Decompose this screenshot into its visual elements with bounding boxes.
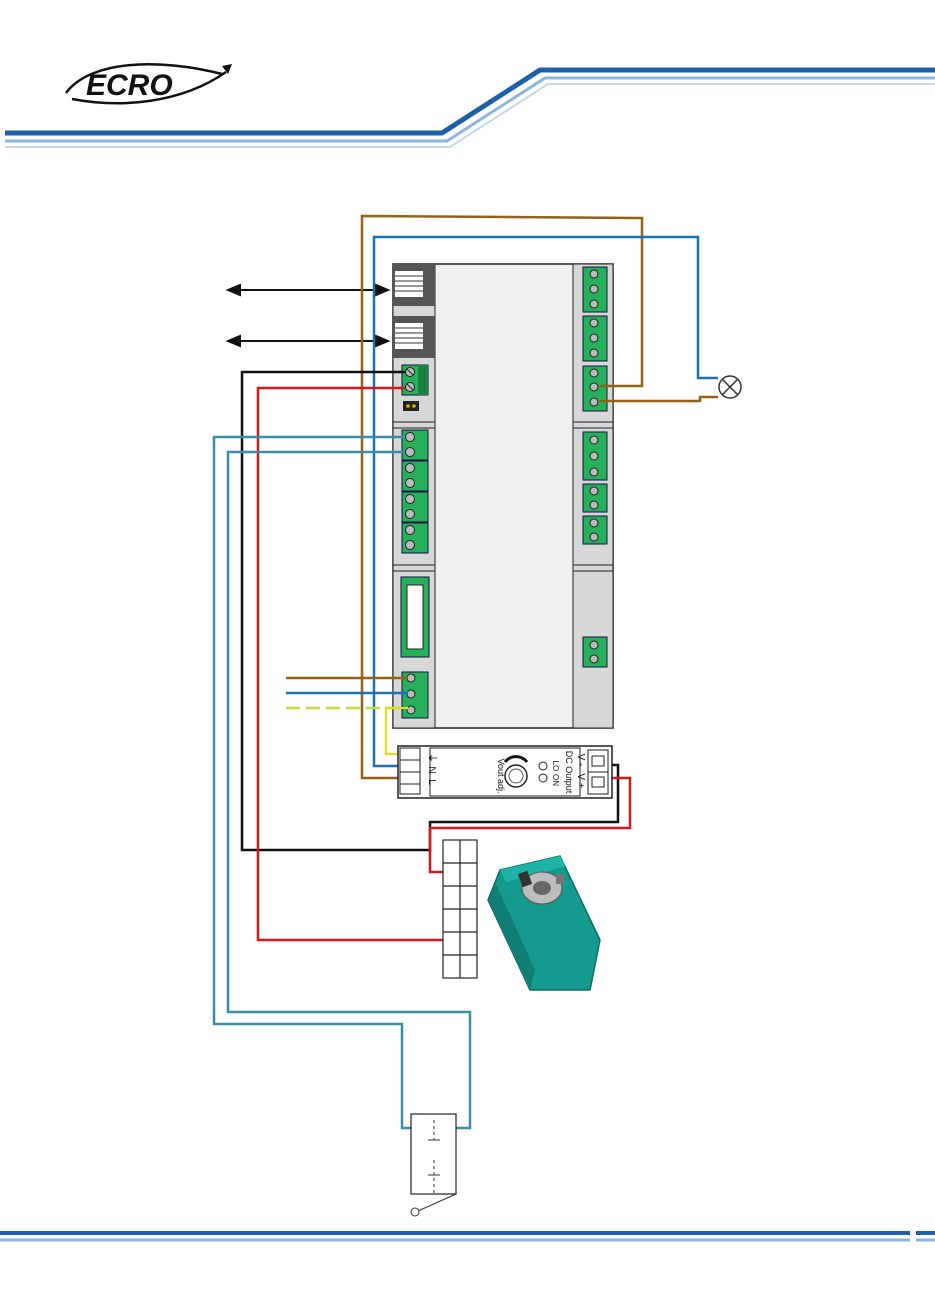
- rj-port-1: [393, 264, 435, 306]
- dc-output-label: DC Output: [564, 751, 574, 794]
- led-on-label: ON: [551, 774, 560, 786]
- psu-output-vplus: V +: [575, 773, 586, 788]
- actuator-terminal-strip: [443, 840, 477, 978]
- brown-wire-lamp-return: [600, 397, 718, 401]
- bus-arrow-1: [228, 285, 388, 295]
- ecro-logo: ECRO: [66, 64, 232, 103]
- status-led: [403, 401, 419, 411]
- terminal-block-right-2: [583, 432, 607, 544]
- psu-output-terminal: [588, 750, 608, 794]
- rj-port-2: [393, 316, 435, 358]
- bus-arrow-2: [228, 336, 388, 346]
- terminal-block-power-left: [402, 365, 428, 395]
- psu-output-vminus: V -: [575, 754, 586, 767]
- terminal-block-right-1: [583, 267, 607, 411]
- terminal-block-inputs-left: [402, 430, 428, 553]
- psu-input-earth: ⏚: [426, 753, 438, 763]
- footer-stripes: [0, 1233, 935, 1240]
- led-lo-label: LO: [551, 761, 560, 772]
- psu-input-n: N: [426, 766, 437, 773]
- psu-input-l: L: [426, 779, 437, 785]
- psu-input-terminal: [400, 748, 420, 794]
- valve-actuator-image: [488, 856, 600, 990]
- contact-switch: [411, 1114, 456, 1216]
- terminal-block-right-3: [583, 637, 607, 667]
- teal-wire-1: [214, 437, 412, 1128]
- power-supply: ⏚ N L Vout adj. LO ON DC Output V - V +: [398, 746, 612, 798]
- lamp-icon: [719, 376, 741, 398]
- fuse-holder: [401, 577, 429, 657]
- brand-name: ECRO: [86, 69, 173, 102]
- vout-adj-label: Vout adj.: [496, 758, 506, 793]
- header: ECRO: [5, 64, 935, 147]
- controller-module: [393, 264, 613, 728]
